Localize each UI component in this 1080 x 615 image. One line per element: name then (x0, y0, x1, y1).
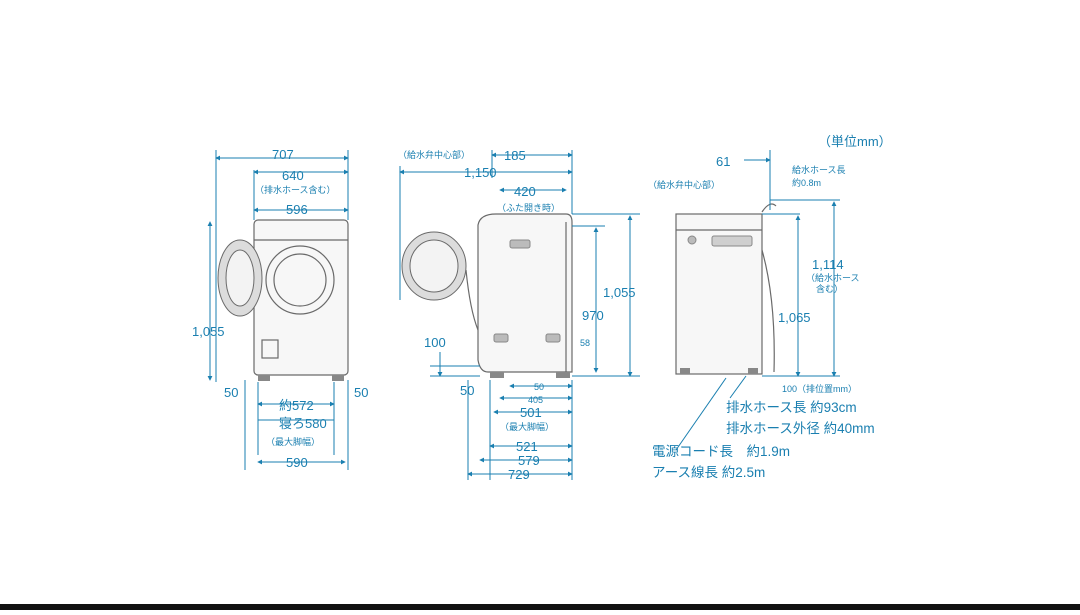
side-top-offset: 185 (504, 148, 526, 163)
side-body (477, 213, 573, 373)
back-dim-61: 61 (716, 154, 730, 169)
side-height-100: 100 (424, 335, 446, 350)
back-drain-center-label: （給水弁中心部） (648, 179, 720, 190)
side-view: （給水弁中心部） 185 1,150 420 （ふた開き時） 1,055 970… (398, 148, 640, 482)
front-filter-cover (261, 339, 279, 359)
front-foot-right: 50 (354, 385, 368, 400)
side-dim-579: 579 (518, 453, 540, 468)
back-hose-len-value: 約0.8m (792, 177, 821, 188)
side-drain-center-label: （給水弁中心部） (398, 149, 470, 160)
side-height-58: 58 (580, 338, 590, 348)
back-drain-pos-label: 100（排位置mm） (782, 383, 857, 394)
back-height-1065: 1,065 (778, 310, 811, 325)
front-bottom-width: 590 (286, 455, 308, 470)
side-dim-521: 521 (516, 439, 538, 454)
side-height-1055: 1,055 (603, 285, 636, 300)
side-height-970: 970 (582, 308, 604, 323)
back-drain-hose-len: 排水ホース長 約93cm (726, 400, 857, 415)
back-earth-wire: アース線長 約2.5m (652, 465, 765, 480)
back-height-1114: 1,114 (812, 257, 844, 272)
front-foot-left: 50 (224, 385, 238, 400)
side-dim-729: 729 (508, 467, 530, 482)
back-power-cord: 電源コード長 約1.9m (652, 444, 790, 459)
front-drum-inner (273, 253, 327, 307)
front-closure: 寝ろ580 (279, 416, 327, 431)
front-width-body: 596 (286, 202, 308, 217)
back-height-1114-note1: （給水ホース (806, 272, 860, 283)
side-max-depth-label: （最大脚幅） (500, 421, 554, 432)
back-view: （給水弁中心部） 61 給水ホース長 約0.8m 1,114 （給水ホース 含む… (648, 150, 875, 480)
back-drain-hose (761, 249, 775, 373)
back-supply-hose (761, 203, 777, 213)
side-door-label: （ふた開き時） (497, 203, 560, 213)
side-dim-501: 501 (520, 405, 542, 420)
front-height: 1,055 (192, 324, 225, 339)
side-dim-50: 50 (534, 382, 544, 392)
front-width-hose: 640 (282, 168, 304, 183)
back-hose-len-label: 給水ホース長 (792, 164, 846, 175)
side-foot-50: 50 (460, 383, 474, 398)
back-drain-hose-dia: 排水ホース外径 約40mm (726, 421, 875, 436)
side-dim-405: 405 (528, 395, 543, 405)
bottom-border (0, 604, 1080, 610)
unit-label: （単位mm） (818, 134, 892, 149)
front-hose-total-label: （排水ホース含む） (255, 184, 336, 195)
back-height-1114-note2: 含む） (816, 283, 843, 294)
front-view: 707 640 （排水ホース含む） 596 1,055 50 50 約572 寝… (192, 147, 368, 470)
front-width-overall: 707 (272, 147, 294, 162)
front-approx-width: 約572 (279, 398, 314, 413)
back-panel (711, 235, 753, 247)
front-body (253, 219, 349, 376)
front-drum-outer (265, 245, 335, 315)
side-door-depth: 420 (514, 184, 536, 199)
front-max-width-label: （最大脚幅） (266, 436, 320, 447)
side-depth-overall: 1,150 (464, 165, 497, 180)
